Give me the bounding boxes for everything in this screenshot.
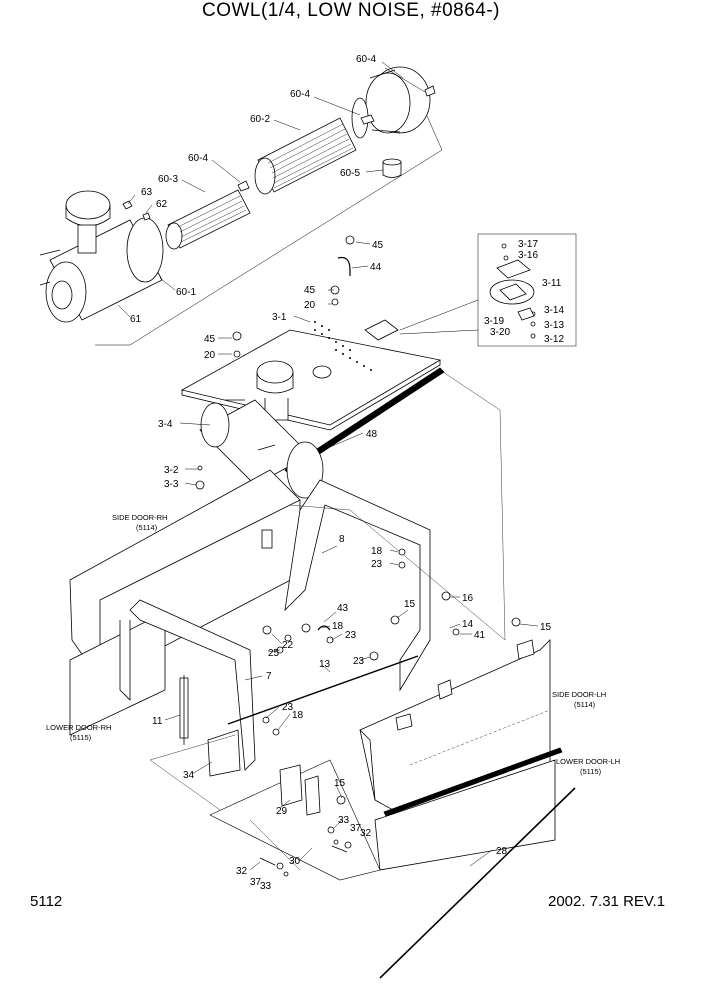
callout-3-2: 3-2 xyxy=(164,465,179,476)
callout-3-11: 3-11 xyxy=(542,278,562,289)
callout-13: 13 xyxy=(319,659,331,670)
callout-37: 37 xyxy=(250,877,262,888)
callout-29: 29 xyxy=(276,806,288,817)
frame-and-doors xyxy=(69,235,576,979)
callout-60-4: 60-4 xyxy=(188,153,208,164)
callout-32: 32 xyxy=(236,866,248,877)
callout-20: 20 xyxy=(304,300,316,311)
callout-48: 48 xyxy=(366,429,378,440)
callout-60-5: 60-5 xyxy=(340,168,360,179)
callout-33: 33 xyxy=(260,881,272,892)
callout-3-12: 3-12 xyxy=(544,334,564,345)
latch-detail-inset xyxy=(399,233,577,347)
callout-62: 62 xyxy=(156,199,168,210)
callout-3-16: 3-16 xyxy=(518,250,538,261)
callout-60-4: 60-4 xyxy=(290,89,310,100)
callout-60-3: 60-3 xyxy=(158,174,178,185)
side-door-rh-label: SIDE DOOR-RH xyxy=(112,513,167,522)
lower-door-rh-label: LOWER DOOR-RH xyxy=(46,723,111,732)
leader-lines xyxy=(117,61,539,871)
callout-18: 18 xyxy=(332,621,344,632)
revision-date: 2002. 7.31 REV.1 xyxy=(548,893,666,910)
callout-3-20: 3-20 xyxy=(490,327,510,338)
callout-3-3: 3-3 xyxy=(164,479,179,490)
callout-60-1: 60-1 xyxy=(176,287,196,298)
side-door-rh-ref: (5114) xyxy=(136,523,158,532)
side-door-lh-ref: (5114) xyxy=(574,700,596,709)
callout-8: 8 xyxy=(339,534,345,545)
air-cleaner-group xyxy=(39,66,443,346)
callout-41: 41 xyxy=(474,630,486,641)
lower-door-rh-ref: (5115) xyxy=(70,733,92,742)
callout-3-13: 3-13 xyxy=(544,320,564,331)
callout-3-17: 3-17 xyxy=(518,239,538,250)
callout-45: 45 xyxy=(372,240,384,251)
callout-3-19: 3-19 xyxy=(484,316,504,327)
callout-43: 43 xyxy=(337,603,349,614)
callout-44: 44 xyxy=(370,262,382,273)
callout-61: 61 xyxy=(130,314,142,325)
callout-16: 16 xyxy=(462,593,474,604)
callout-23: 23 xyxy=(371,559,383,570)
lower-door-lh-label: LOWER DOOR-LH xyxy=(556,757,620,766)
callout-37: 37 xyxy=(350,823,362,834)
callout-15: 15 xyxy=(334,778,346,789)
page-number: 5112 xyxy=(30,893,63,910)
callout-7: 7 xyxy=(266,671,272,682)
side-door-lh-label: SIDE DOOR-LH xyxy=(552,690,606,699)
part-callouts: 60-4 60-4 60-2 60-4 60-3 60-5 63 62 60-1… xyxy=(46,54,620,892)
callout-25: 25 xyxy=(268,648,280,659)
callout-14: 14 xyxy=(462,619,474,630)
callout-33: 33 xyxy=(338,815,350,826)
top-cover-group xyxy=(180,319,445,499)
callout-22: 22 xyxy=(282,640,294,651)
callout-3-1: 3-1 xyxy=(272,312,287,323)
callout-3-4: 3-4 xyxy=(158,419,173,430)
callout-18: 18 xyxy=(371,546,383,557)
page-title: COWL(1/4, LOW NOISE, #0864-) xyxy=(201,0,501,21)
callout-3-14: 3-14 xyxy=(544,305,564,316)
lower-door-lh-ref: (5115) xyxy=(580,767,602,776)
callout-20: 20 xyxy=(204,350,216,361)
callout-23: 23 xyxy=(282,702,294,713)
callout-63: 63 xyxy=(141,187,153,198)
callout-11: 11 xyxy=(152,716,163,727)
callout-34: 34 xyxy=(183,770,195,781)
callout-60-2: 60-2 xyxy=(250,114,270,125)
callout-23: 23 xyxy=(353,656,365,667)
callout-18: 18 xyxy=(292,710,304,721)
callout-30: 30 xyxy=(289,856,301,867)
callout-32: 32 xyxy=(360,828,372,839)
callout-45: 45 xyxy=(304,285,316,296)
callout-15: 15 xyxy=(404,599,416,610)
callout-23: 23 xyxy=(345,630,357,641)
callout-15: 15 xyxy=(540,622,552,633)
callout-45: 45 xyxy=(204,334,216,345)
callout-60-4: 60-4 xyxy=(356,54,376,65)
callout-28: 28 xyxy=(496,846,508,857)
